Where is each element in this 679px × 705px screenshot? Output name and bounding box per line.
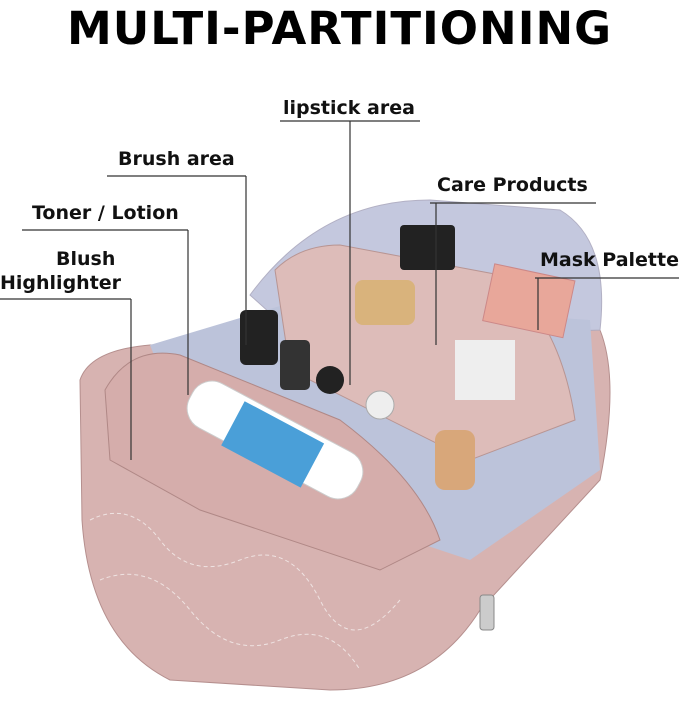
label-highlighter: Highlighter <box>0 272 122 294</box>
label-lipstick-area: lipstick area <box>283 97 415 119</box>
label-mask-palette: Mask Palette <box>540 249 679 271</box>
perfume <box>365 390 395 420</box>
dark-bottle <box>240 310 278 365</box>
headline: MULTI-PARTITIONING <box>66 2 613 55</box>
zipper-pull <box>479 594 495 631</box>
quilting-stitch <box>99 573 361 671</box>
label-toner-lotion: Toner / Lotion <box>32 202 179 224</box>
label-blush: Blush <box>56 248 116 270</box>
cream-box <box>400 225 455 270</box>
lipstick-cap <box>316 366 344 394</box>
bottle-label <box>221 401 325 488</box>
cream-jar <box>355 280 415 325</box>
product-box <box>455 340 515 400</box>
dark-bottle-2 <box>280 340 310 390</box>
leader-lines <box>0 120 679 460</box>
mask-palette <box>482 263 576 339</box>
label-care-products: Care Products <box>437 174 588 196</box>
quilting-stitch <box>89 512 401 631</box>
label-brush-area: Brush area <box>118 148 235 170</box>
foundation <box>435 430 475 490</box>
